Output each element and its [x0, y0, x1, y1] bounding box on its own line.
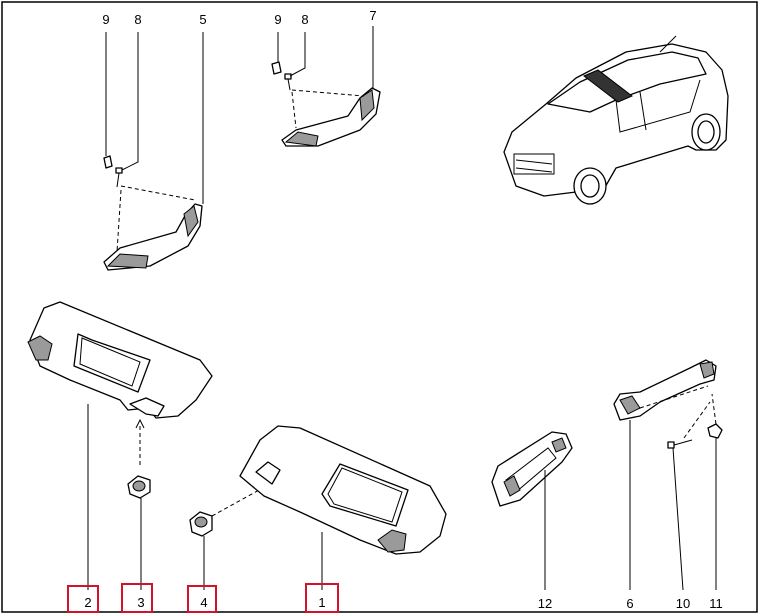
screw-8-left [115, 167, 123, 188]
callout-8-center: 8 [301, 12, 308, 27]
callout-8-left: 8 [134, 12, 141, 27]
callout-3: 3 [137, 595, 144, 610]
callout-box-3 [121, 583, 153, 613]
callout-10: 10 [676, 596, 690, 611]
callout-1: 1 [318, 595, 325, 610]
callout-11: 11 [709, 596, 723, 611]
callout-box-4 [187, 585, 217, 613]
callout-box-2 [67, 585, 99, 613]
callout-5: 5 [199, 12, 206, 27]
callout-9-left: 9 [102, 12, 109, 27]
callout-12: 12 [538, 596, 552, 611]
clip-9-center [271, 61, 282, 75]
visor-clip-4 [189, 511, 213, 537]
diagram-border [1, 1, 758, 613]
visor-clip-3 [127, 475, 151, 499]
mirror-cover-12 [491, 431, 573, 507]
grab-handle-6 [613, 359, 717, 421]
callout-box-1 [305, 583, 339, 613]
sun-visor-right [239, 425, 447, 555]
callout-2: 2 [84, 595, 91, 610]
screw-10 [667, 439, 693, 449]
car-illustration [503, 35, 729, 205]
grab-handle-front [281, 87, 381, 147]
callout-6: 6 [626, 596, 633, 611]
clip-9-left [103, 155, 113, 169]
clip-11 [707, 423, 723, 439]
grab-handle-rear [103, 203, 203, 271]
callout-9-center: 9 [274, 12, 281, 27]
callout-4: 4 [200, 595, 207, 610]
sun-visor-left [27, 301, 213, 419]
callout-7: 7 [369, 8, 376, 23]
screw-8-center [284, 73, 292, 91]
